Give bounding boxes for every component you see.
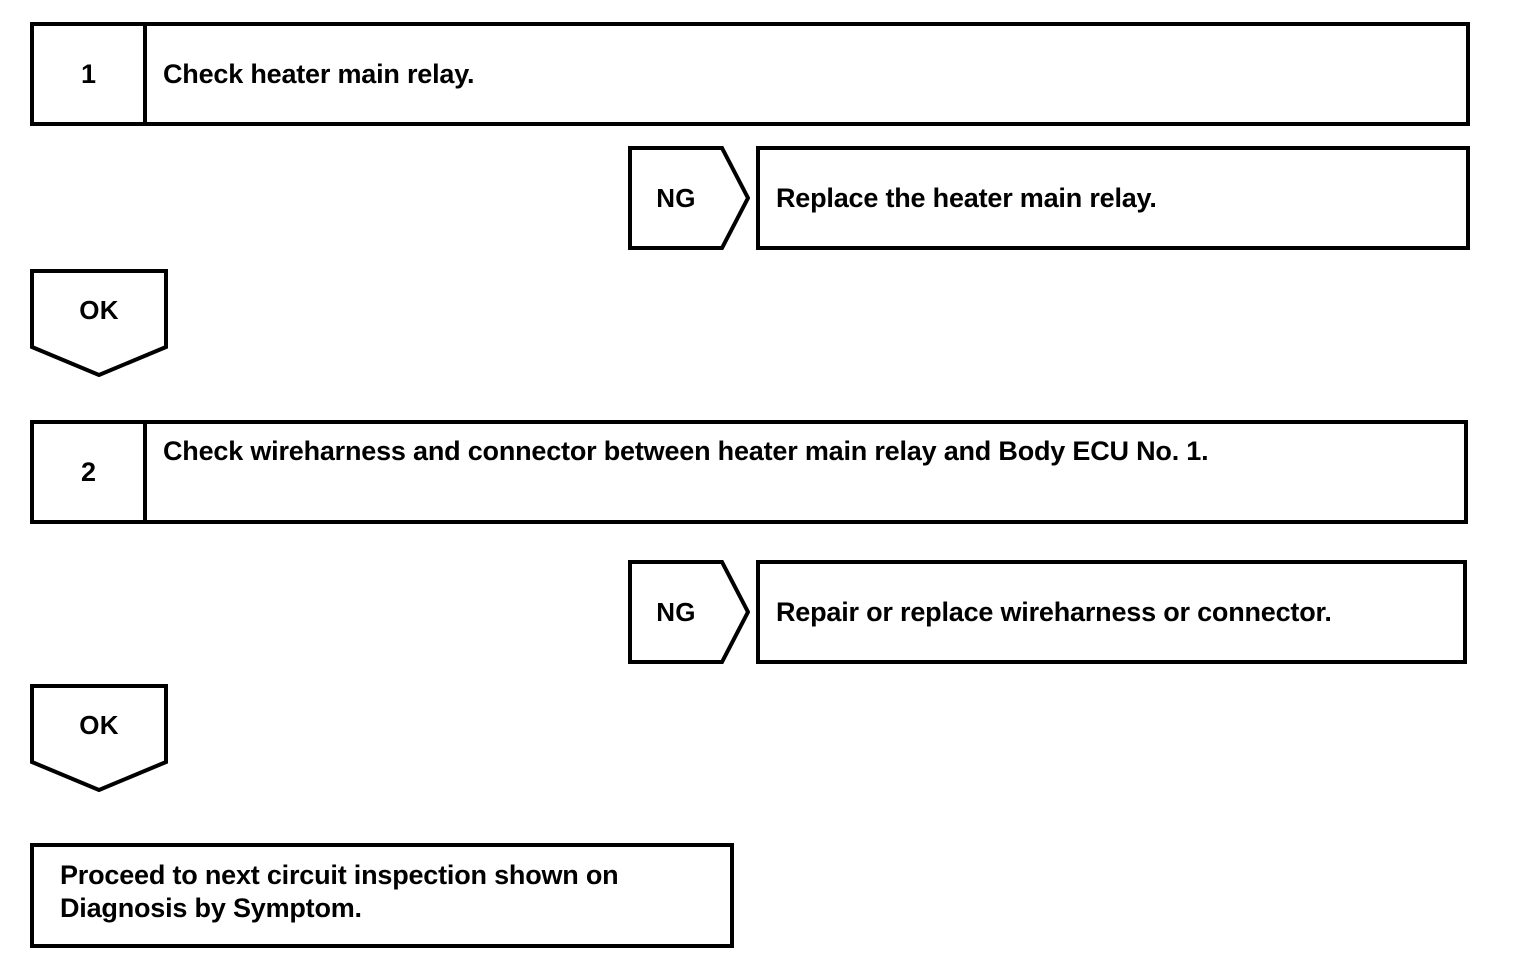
step-2-ng-label: NG [656, 596, 696, 627]
step-2-ok-label: OK [79, 709, 119, 740]
step-2-box: 2 Check wireharness and connector betwee… [30, 420, 1468, 524]
step-2-ok-arrow: OK [30, 684, 168, 792]
step-1-ok-label: OK [79, 294, 119, 325]
step-2-number: 2 [34, 424, 147, 520]
step-1-ng-arrow: NG [628, 146, 750, 250]
step-1-instruction: Check heater main relay. [163, 58, 475, 89]
step-1-box: 1 Check heater main relay. [30, 22, 1470, 126]
step-1-ng-label: NG [656, 182, 696, 213]
final-action-box: Proceed to next circuit inspection shown… [30, 843, 734, 948]
final-action-line-2: Diagnosis by Symptom. [60, 892, 362, 923]
step-2-instruction: Check wireharness and connector between … [163, 436, 1209, 466]
step-2-ng-arrow: NG [628, 560, 750, 664]
step-2-ng-action-box: Repair or replace wireharness or connect… [756, 560, 1467, 664]
step-1-ok-arrow: OK [30, 269, 168, 377]
final-action-line-1: Proceed to next circuit inspection shown… [60, 860, 619, 890]
step-1-ng-action-box: Replace the heater main relay. [756, 146, 1470, 250]
step-1-number: 1 [34, 26, 147, 122]
